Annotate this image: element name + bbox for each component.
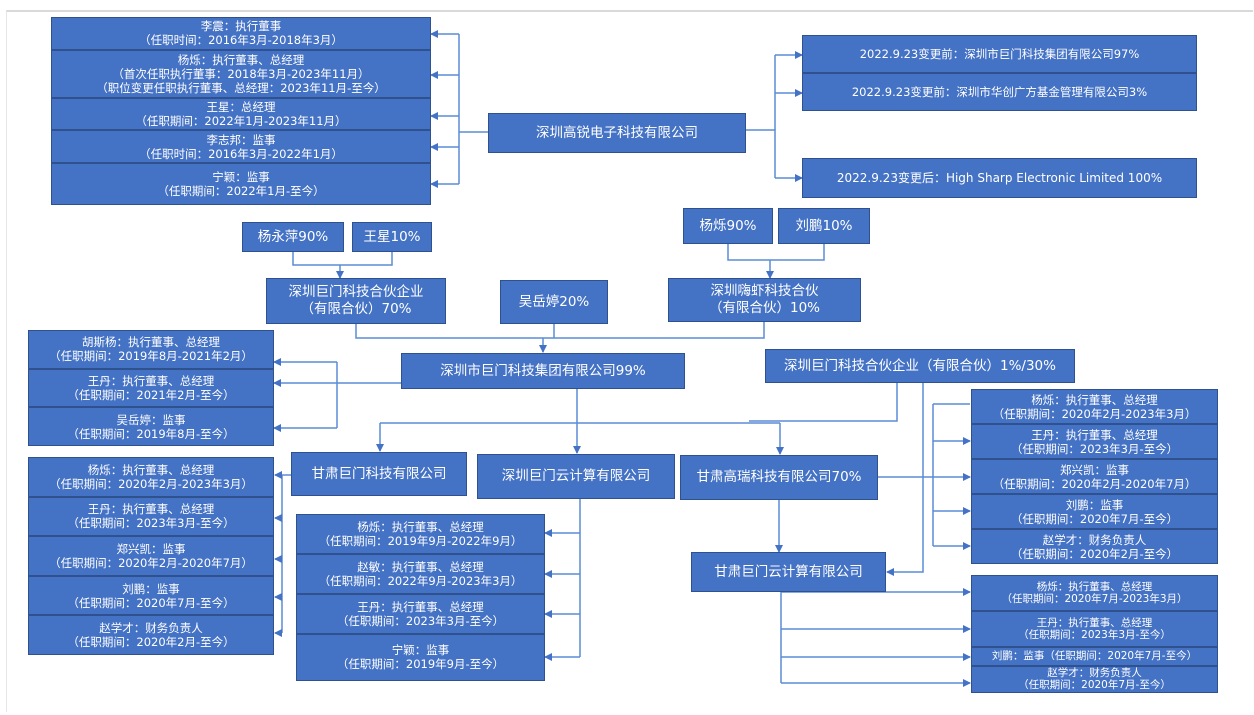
canvas-frame xyxy=(6,10,1253,712)
officer-row[interactable]: 吴岳婷：监事 （任职期间：2019年8月-至今） xyxy=(67,412,235,441)
officer-row[interactable]: 王丹：执行董事、总经理 （任职期间：2021年2月-至今） xyxy=(29,370,273,409)
officer-row[interactable]: 赵敏：执行董事、总经理 （任职期间：2022年9月-2023年3月） xyxy=(297,555,544,595)
shareholder-after-box[interactable]: 2022.9.23变更后：High Sharp Electronic Limit… xyxy=(802,158,1197,198)
officer-row[interactable]: 郑兴凯：监事 （任职期间：2020年2月-2020年7月） xyxy=(972,460,1217,495)
shenzhen-cloud-box[interactable]: 深圳巨门云计算有限公司 xyxy=(477,454,675,499)
officer-row[interactable]: 王丹：执行董事、总经理 （任职期间：2023年3月-至今） xyxy=(972,612,1217,648)
officer-row[interactable]: 胡斯杨：执行董事、总经理 （任职期间：2019年8月-2021年2月） xyxy=(29,331,273,370)
officer-row[interactable]: 宁颖：监事 （任职期间：2022年1月-至今） xyxy=(157,170,325,199)
wang-xing-box[interactable]: 王星10% xyxy=(352,222,432,252)
officer-row[interactable]: 杨烁：执行董事、总经理 （任职期间：2019年9月-2022年9月） xyxy=(297,515,544,555)
officer-row[interactable]: 2022.9.23变更前：深圳市巨门科技集团有限公司97% xyxy=(803,36,1196,74)
officer-row[interactable]: 王丹：执行董事、总经理 （任职期间：2023年3月-至今） xyxy=(297,595,544,635)
officer-row[interactable]: 2022.9.23变更前：深圳市华创广方基金管理有限公司3% xyxy=(851,85,1148,99)
officer-row[interactable]: 杨烁：执行董事、总经理 （首次任职执行董事：2018年3月-2023年11月） … xyxy=(52,51,430,99)
haixia-partnership-box[interactable]: 深圳嗨虾科技合伙 （有限合伙）10% xyxy=(668,278,861,322)
liu-peng-box[interactable]: 刘鹏10% xyxy=(778,208,870,244)
officer-row[interactable]: 杨烁：执行董事、总经理 （任职期间：2020年2月-2023年3月） xyxy=(972,390,1217,425)
yang-yongping-box[interactable]: 杨永萍90% xyxy=(242,222,344,252)
jumen-group-box[interactable]: 深圳市巨门科技集团有限公司99% xyxy=(401,353,685,389)
officer-row[interactable]: 郑兴凯：监事 （任职期间：2020年2月-2020年7月） xyxy=(29,537,273,577)
officer-row[interactable]: 王丹：执行董事、总经理 （任职期间：2023年3月-至今） xyxy=(29,498,273,538)
officer-row[interactable]: 赵学才：财务负责人 （任职期间：2020年2月-至今） xyxy=(67,621,235,650)
officer-row[interactable]: 刘鹏：监事 （任职期间：2020年7月-至今） xyxy=(972,495,1217,530)
gaorui-officers-list: 李震：执行董事 （任职时间：2016年3月-2018年3月）杨烁：执行董事、总经… xyxy=(51,17,431,205)
gansu-jumen-box[interactable]: 甘肃巨门科技有限公司 xyxy=(291,452,467,496)
officer-row[interactable]: 杨烁：执行董事、总经理 （任职期间：2020年7月-2023年3月） xyxy=(972,576,1217,612)
officer-row[interactable]: 李震：执行董事 （任职时间：2016年3月-2018年3月） xyxy=(52,18,430,51)
wu-yueting-box[interactable]: 吴岳婷20% xyxy=(500,280,608,324)
gansu-gaorui-officers-list: 杨烁：执行董事、总经理 （任职期间：2020年2月-2023年3月）王丹：执行董… xyxy=(971,389,1218,564)
group-officers-list: 胡斯杨：执行董事、总经理 （任职期间：2019年8月-2021年2月）王丹：执行… xyxy=(28,330,274,446)
officer-row[interactable]: 赵学才：财务负责人 （任职期间：2020年7月-至今） xyxy=(1018,667,1171,692)
jumen-partnership-1-30-box[interactable]: 深圳巨门科技合伙企业（有限合伙）1%/30% xyxy=(765,349,1075,383)
gansu-jumen-officers-list: 杨烁：执行董事、总经理 （任职期间：2020年2月-2023年3月）王丹：执行董… xyxy=(28,457,274,655)
officer-row[interactable]: 王丹：执行董事、总经理 （任职期间：2023年3月-至今） xyxy=(972,425,1217,460)
officer-row[interactable]: 王星：总经理 （任职期间：2022年1月-2023年11月） xyxy=(52,99,430,132)
shenzhen-cloud-officers-list: 杨烁：执行董事、总经理 （任职期间：2019年9月-2022年9月）赵敏：执行董… xyxy=(296,514,545,681)
officer-row[interactable]: 刘鹏：监事 （任职期间：2020年7月-至今） xyxy=(29,577,273,617)
officer-row[interactable]: 刘鹏：监事（任职期间：2020年7月-至今） xyxy=(972,648,1217,667)
officer-row[interactable]: 杨烁：执行董事、总经理 （任职期间：2020年2月-2023年3月） xyxy=(29,458,273,498)
officer-row[interactable]: 李志邦：监事 （任职时间：2016年3月-2022年1月） xyxy=(52,131,430,165)
gansu-gaorui-box[interactable]: 甘肃高瑞科技有限公司70% xyxy=(680,455,878,500)
gansu-cloud-box[interactable]: 甘肃巨门云计算有限公司 xyxy=(691,552,886,592)
jumen-partnership-70-box[interactable]: 深圳巨门科技合伙企业 （有限合伙）70% xyxy=(266,278,446,324)
yang-shuo-box[interactable]: 杨烁90% xyxy=(683,208,773,244)
gaorui-company-box[interactable]: 深圳高锐电子科技有限公司 xyxy=(488,113,746,153)
gansu-cloud-officers-list: 杨烁：执行董事、总经理 （任职期间：2020年7月-2023年3月）王丹：执行董… xyxy=(971,575,1218,693)
officer-row[interactable]: 赵学才：财务负责人 （任职期间：2020年2月-至今） xyxy=(1010,532,1179,561)
shareholder-changes-list: 2022.9.23变更前：深圳市巨门科技集团有限公司97% 2022.9.23变更… xyxy=(802,35,1197,111)
officer-row[interactable]: 宁颖：监事 （任职期间：2019年9月-至今） xyxy=(336,643,505,672)
